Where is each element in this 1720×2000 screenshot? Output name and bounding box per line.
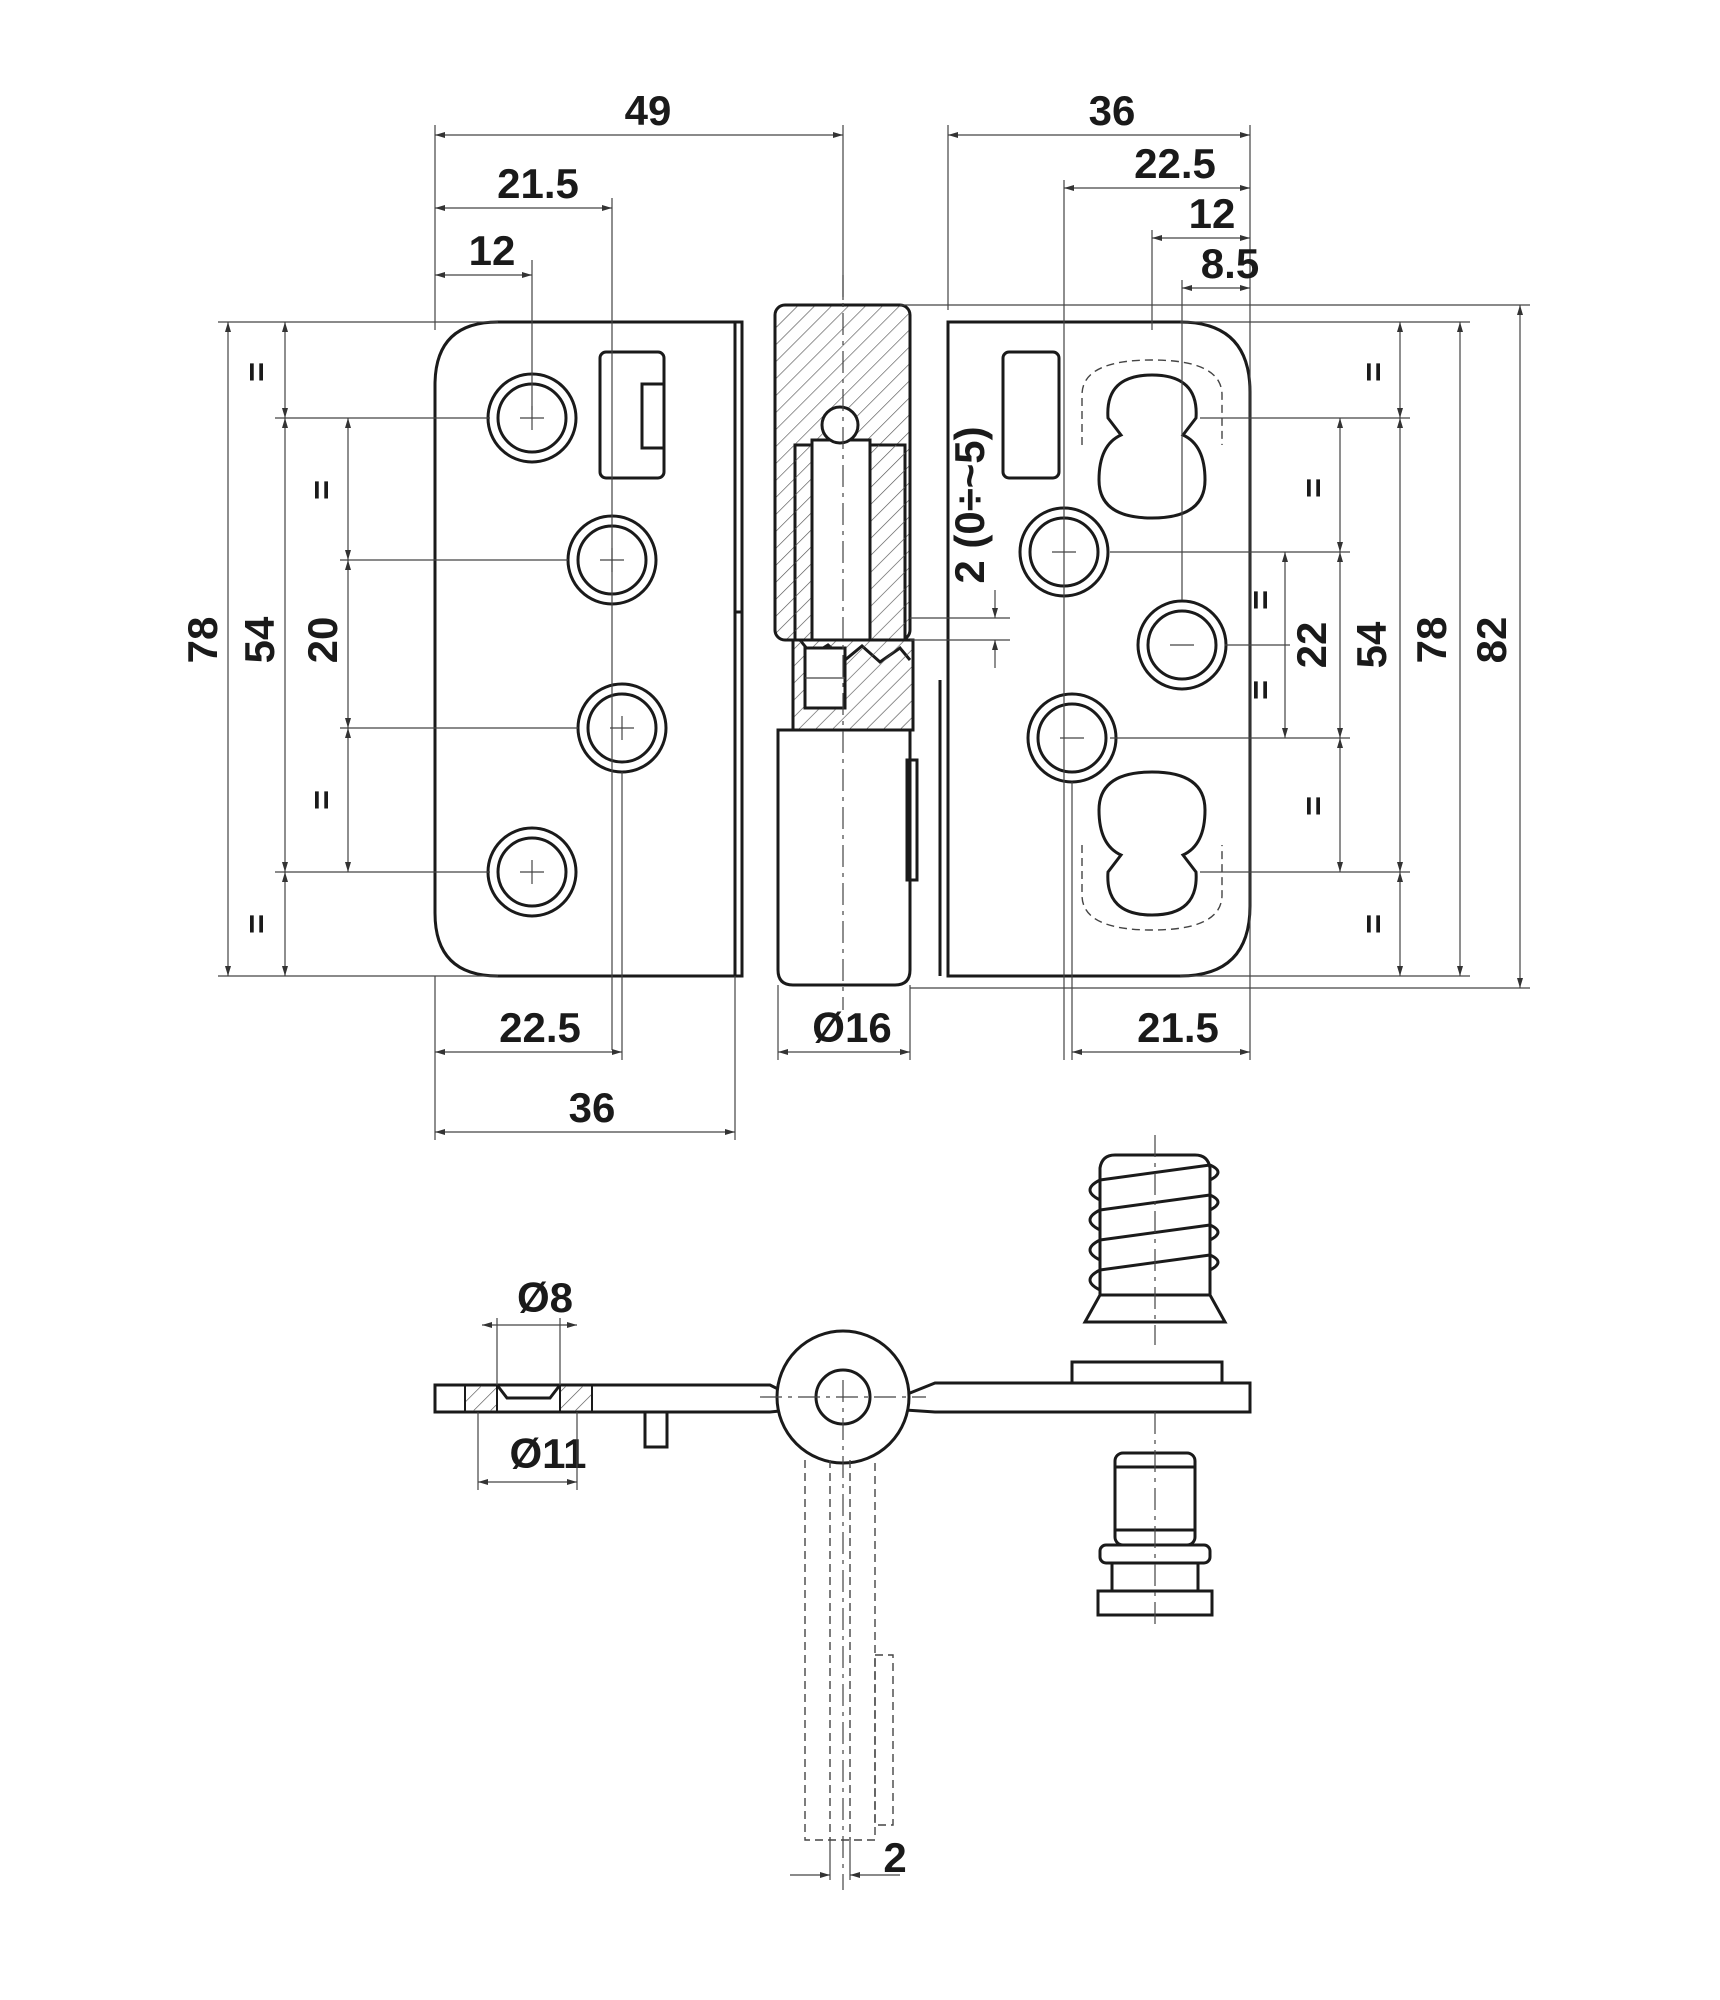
dim-21-5-top: 21.5 bbox=[497, 160, 579, 207]
equal-sign: = bbox=[238, 362, 276, 382]
screw-insert bbox=[1082, 1135, 1228, 1345]
dim-diameter-16: Ø16 bbox=[812, 1004, 891, 1051]
dim-12-top-right: 12 bbox=[1189, 190, 1236, 237]
hinge-pin-section bbox=[773, 275, 919, 1010]
dim-2-profile: 2 bbox=[883, 1834, 906, 1881]
locating-pin bbox=[643, 1410, 669, 1449]
profile-view bbox=[433, 1318, 1252, 1890]
equal-sign: = bbox=[303, 480, 341, 500]
equal-sign: = bbox=[1295, 478, 1333, 498]
adjustment-bolt bbox=[1096, 1412, 1214, 1625]
equal-sign: = bbox=[1355, 914, 1393, 934]
dim-22-5-top: 22.5 bbox=[1134, 140, 1216, 187]
dimension-lines bbox=[218, 125, 1530, 1140]
dim-82: 82 bbox=[1468, 617, 1515, 664]
front-view bbox=[433, 275, 1252, 1010]
dim-8-5: 8.5 bbox=[1201, 240, 1259, 287]
dim-pin-adjustment: 2 (0÷~5) bbox=[946, 426, 993, 583]
dim-12-top-left: 12 bbox=[469, 227, 516, 274]
dim-49: 49 bbox=[625, 87, 672, 134]
dim-54-left: 54 bbox=[236, 616, 283, 663]
dim-21-5-bottom: 21.5 bbox=[1137, 1004, 1219, 1051]
equal-sign: = bbox=[1355, 362, 1393, 382]
right-slot-lower bbox=[1081, 770, 1223, 931]
equal-sign: = bbox=[238, 914, 276, 934]
dim-diameter-11: Ø11 bbox=[509, 1430, 586, 1477]
dim-22-5-bottom: 22.5 bbox=[499, 1004, 581, 1051]
equal-sign: = bbox=[303, 790, 341, 810]
right-hinge-leaf bbox=[938, 320, 1252, 978]
dim-78-left: 78 bbox=[179, 617, 226, 664]
equal-sign: = bbox=[1242, 680, 1280, 700]
left-hinge-leaf bbox=[433, 320, 744, 978]
dim-36-bottom: 36 bbox=[569, 1084, 616, 1131]
dimension-labels: 49 21.5 12 36 22.5 12 8.5 78 54 20 22 54… bbox=[179, 87, 1515, 1881]
equal-sign: = bbox=[1295, 796, 1333, 816]
equal-sign: = bbox=[1242, 590, 1280, 610]
dim-36-top: 36 bbox=[1089, 87, 1136, 134]
dim-22-right: 22 bbox=[1288, 622, 1335, 669]
dim-20-left: 20 bbox=[299, 617, 346, 664]
dim-78-right: 78 bbox=[1408, 617, 1455, 664]
right-slot-upper bbox=[1081, 359, 1223, 520]
dim-diameter-8: Ø8 bbox=[517, 1274, 573, 1321]
dim-54-right: 54 bbox=[1348, 621, 1395, 668]
